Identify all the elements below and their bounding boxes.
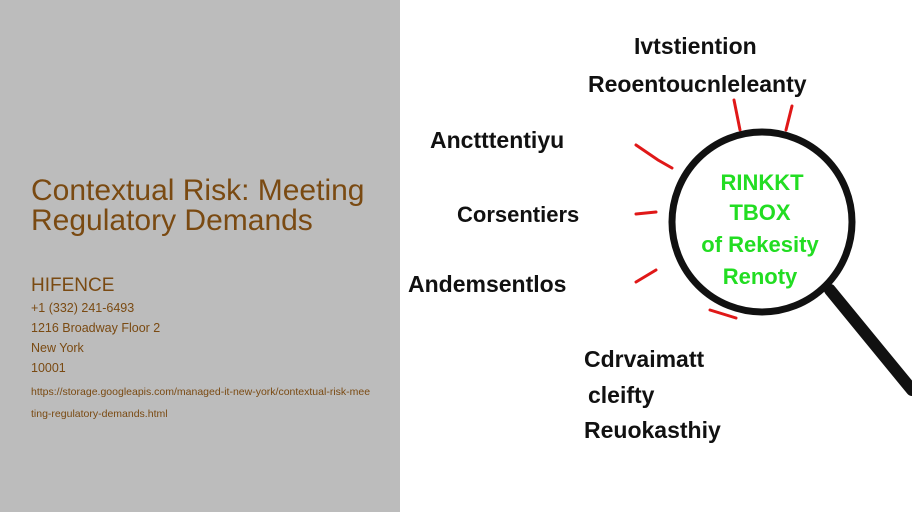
page-title: Contextual Risk: Meeting Regulatory Dema… xyxy=(31,174,365,237)
magnifier-handle xyxy=(824,284,912,396)
source-url: https://storage.googleapis.com/managed-i… xyxy=(31,386,371,420)
lens-line-3: of Rekesity xyxy=(701,232,819,257)
magnifier-lens xyxy=(668,128,856,316)
address-line: 1216 Broadway Floor 2 xyxy=(31,321,161,335)
lens-line-1: RINKKT xyxy=(720,170,804,195)
phone-number: +1 (332) 241-6493 xyxy=(31,301,135,315)
top-line-2: Reoentoucnleleanty xyxy=(588,71,807,97)
bottom-line-3: Reuokasthiy xyxy=(584,417,721,443)
bottom-line-2: cleifty xyxy=(588,382,655,408)
left-label-1: Anctttentiyu xyxy=(430,127,564,153)
bottom-line-1: Cdrvaimatt xyxy=(584,346,704,372)
top-line-1: Ivtstiention xyxy=(634,33,757,59)
left-label-2: Corsentiers xyxy=(457,202,579,227)
company-name: HIFENCE xyxy=(31,275,115,296)
lens-line-2: TBOX xyxy=(729,200,790,225)
magnifier-illustration: Ivtstiention Reoentoucnleleanty Ancttten… xyxy=(408,33,912,443)
connector-lines xyxy=(634,98,794,320)
lens-line-4: Renoty xyxy=(723,264,798,289)
city: New York xyxy=(31,341,84,355)
left-label-3: Andemsentlos xyxy=(408,271,566,297)
zip-code: 10001 xyxy=(31,361,66,375)
left-panel: Contextual Risk: Meeting Regulatory Dema… xyxy=(0,0,400,512)
